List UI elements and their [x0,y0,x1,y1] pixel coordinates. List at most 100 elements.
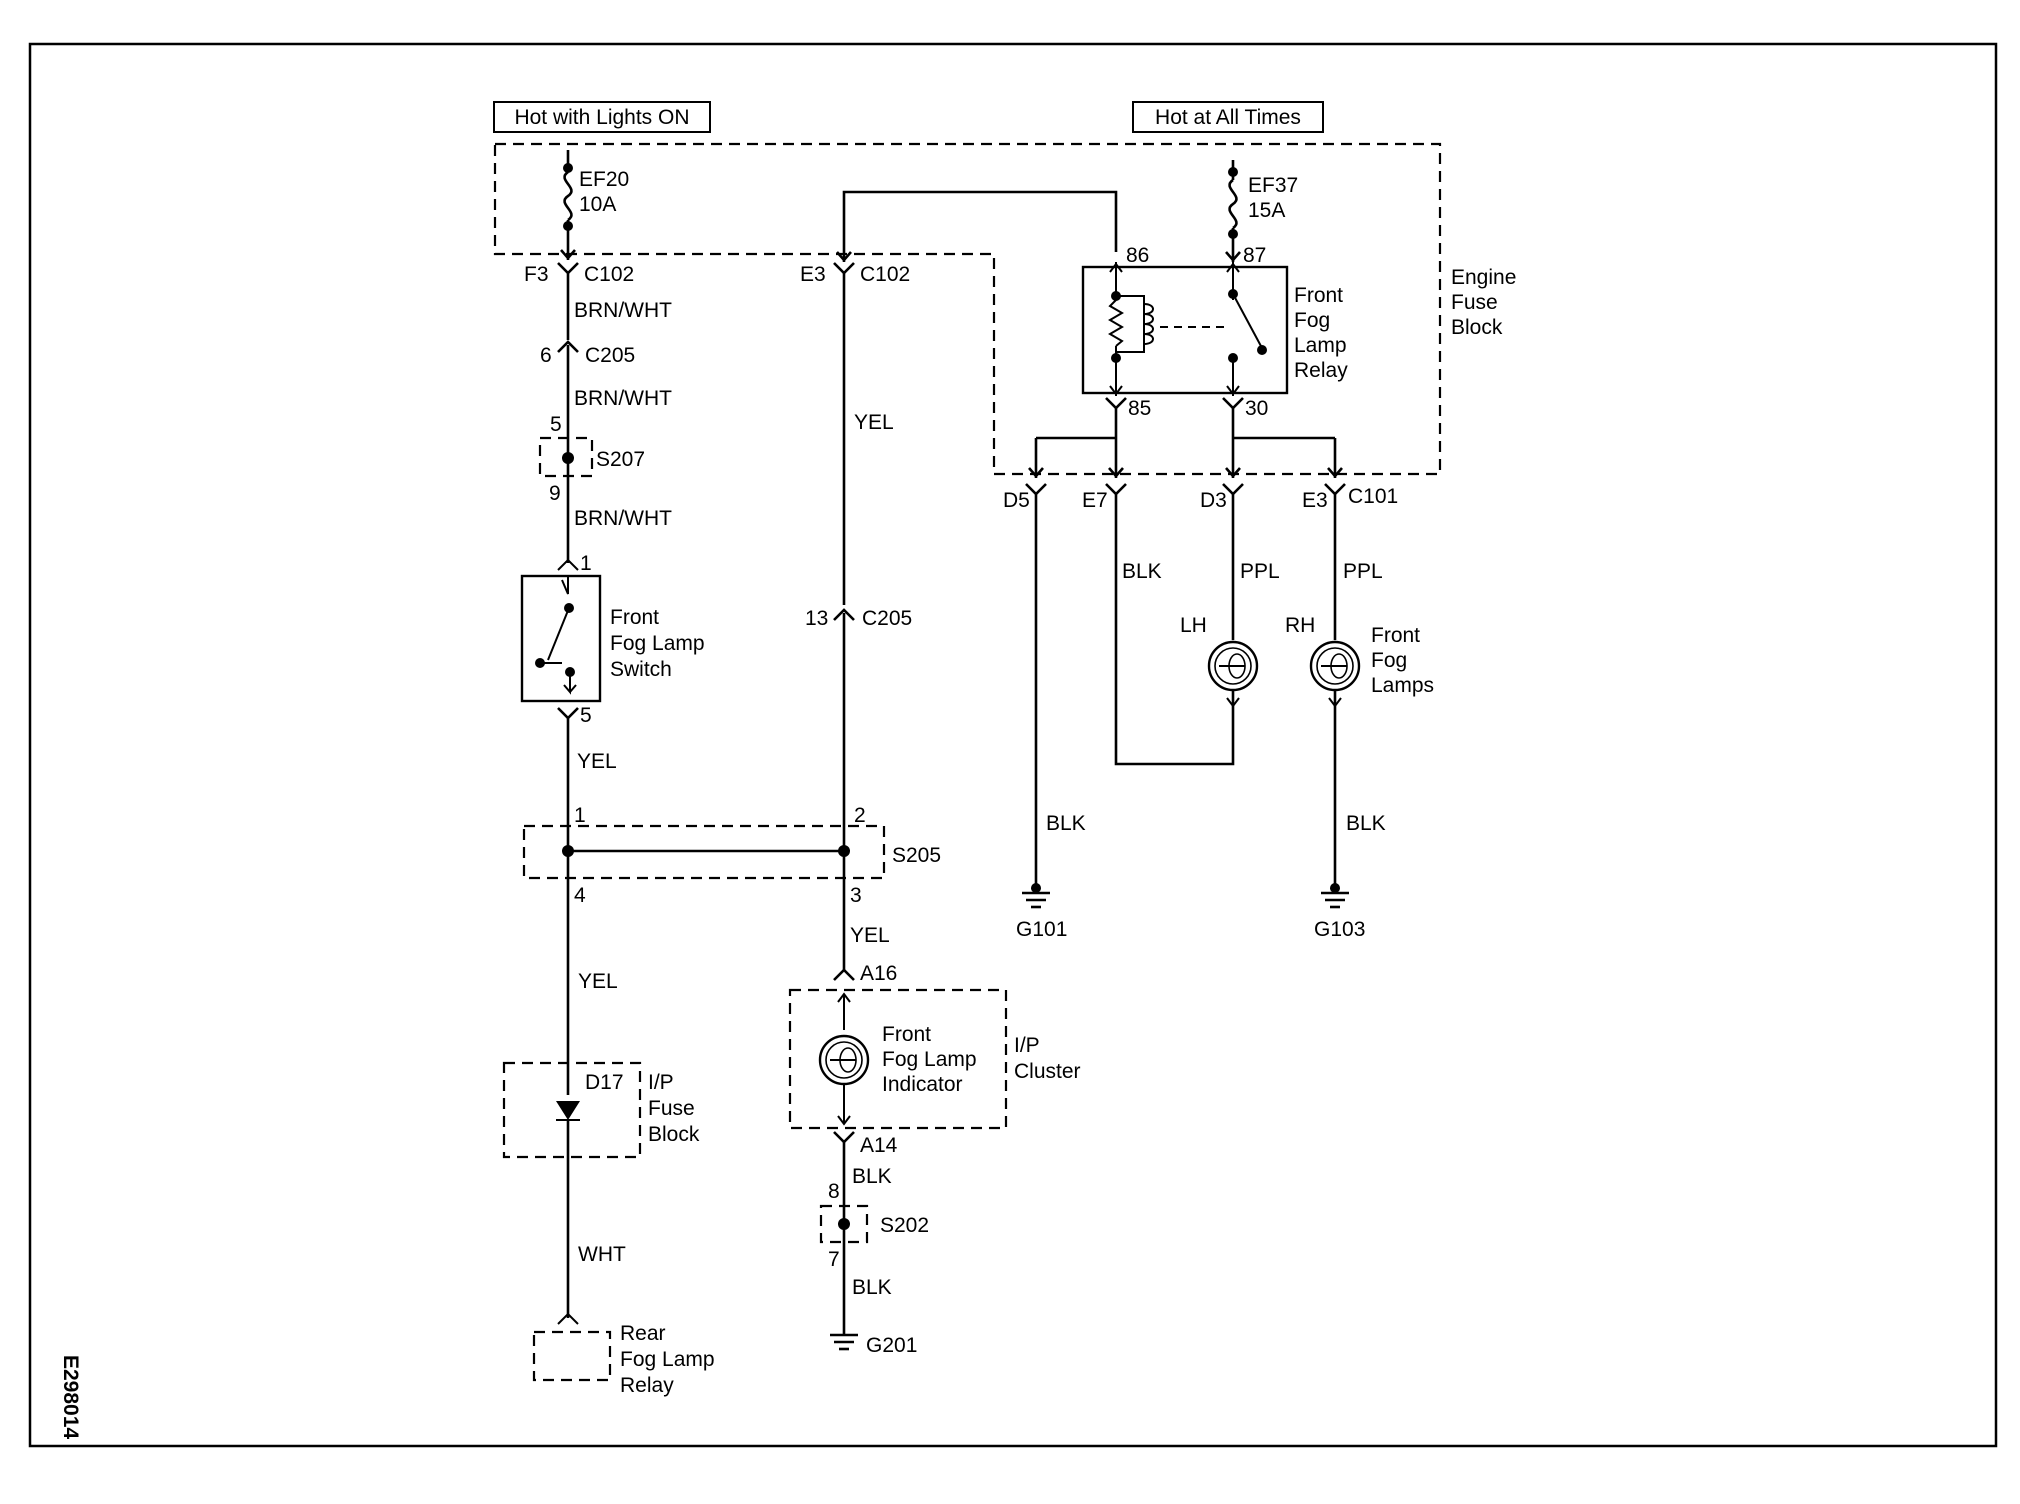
splice-s205 [522,824,886,880]
connector-c102-left [557,262,579,340]
wire-blk-2: BLK [852,1276,892,1299]
splice-s205-pin-1: 1 [574,804,586,827]
splice-s205-pin-4: 4 [574,884,586,907]
splice-s202-pin-in: 8 [828,1180,840,1203]
relay-pin-85: 85 [1128,397,1151,420]
relay-output-bus [1225,408,1343,478]
relay-output-pins [1105,397,1244,410]
supply-lights-on-text: Hot with Lights ON [514,106,689,129]
fog-lamps-label-3: Lamps [1371,674,1434,697]
diode-d17-label: D17 [585,1071,624,1094]
relay-pin-30: 30 [1245,397,1268,420]
ip-cluster-label-1: I/P [1014,1034,1040,1057]
connector-c205-middle [833,608,855,970]
connector-c205-middle-label: C205 [862,607,912,630]
connector-e3-c102-label: E3 [800,263,826,286]
fuse-ef20-rating: 10A [579,193,616,216]
connector-c102-left-label: C102 [584,263,634,286]
front-fog-lamp-indicator-icon [818,1034,870,1086]
figure-id: E298014 [59,1355,82,1439]
lamp-lh-label: LH [1180,614,1207,637]
ground-g103-symbol [1321,883,1349,909]
rear-relay-label-2: Fog Lamp [620,1348,715,1371]
relay-pin-87: 87 [1243,244,1266,267]
switch-label-1: Front [610,606,659,629]
ip-cluster-label-2: Cluster [1014,1060,1081,1083]
wire-brn-wht-2: BRN/WHT [574,387,672,410]
fuse-ef37-name: EF37 [1248,174,1298,197]
engine-fuse-block-label-3: Block [1451,316,1503,339]
rear-relay-label-1: Rear [620,1322,666,1345]
wire-blk-1: BLK [852,1165,892,1188]
relay-label-2: Fog [1294,309,1330,332]
wire-brn-wht-3: BRN/WHT [574,507,672,530]
splice-s205-pin-2: 2 [854,804,866,827]
connector-d5-label: D5 [1003,489,1030,512]
indicator-label-3: Indicator [882,1073,963,1096]
connector-c205-left-label: C205 [585,344,635,367]
relay-label-1: Front [1294,284,1343,307]
lamp-rh-label: RH [1285,614,1315,637]
connector-e7-label: E7 [1082,489,1108,512]
switch-pin-1: 1 [580,552,592,575]
wire-blk-5: BLK [1346,812,1386,835]
wire-relay-coil-feed [836,190,1118,262]
splice-s202 [819,1204,869,1244]
supply-label-all-times: Hot at All Times [1132,101,1324,133]
connector-c102-middle [833,262,855,605]
connector-c101 [1025,483,1346,496]
wire-yel-4: YEL [850,924,890,947]
engine-fuse-block-label-2: Fuse [1451,291,1498,314]
splice-s207-pin-out: 9 [549,482,561,505]
supply-all-times-text: Hot at All Times [1155,106,1301,129]
connector-d3-label: D3 [1200,489,1227,512]
splice-s202-pin-out: 7 [828,1248,840,1271]
fuse-ef37-rating: 15A [1248,199,1285,222]
ground-g201-label: G201 [866,1334,917,1357]
supply-label-lights-on: Hot with Lights ON [493,101,711,133]
switch-label-2: Fog Lamp [610,632,705,655]
indicator-label-2: Fog Lamp [882,1048,977,1071]
splice-s207 [538,436,594,478]
splice-s207-label: S207 [596,448,645,471]
ip-fuse-block-label-1: I/P [648,1071,674,1094]
wire-ppl-1: PPL [1240,560,1280,583]
fog-lamps-label-1: Front [1371,624,1420,647]
connector-a14-label: A14 [860,1134,898,1157]
fog-lamps-label-2: Fog [1371,649,1407,672]
connector-c205-left [557,340,579,458]
wire-e7-lh-return [1114,494,1235,766]
ground-g101-symbol [1022,883,1050,909]
ground-g103-label: G103 [1314,918,1365,941]
ground-g101-label: G101 [1016,918,1067,941]
switch-pin-5: 5 [580,704,592,727]
connector-e3-c101-label: E3 [1302,489,1328,512]
wire-brn-wht-1: BRN/WHT [574,299,672,322]
connector-f3-label: F3 [524,263,549,286]
relay-pin-86: 86 [1126,244,1149,267]
connector-a16-label: A16 [860,962,897,985]
wire-blk-4: BLK [1122,560,1162,583]
splice-s205-label: S205 [892,844,941,867]
fuse-ef20-name: EF20 [579,168,629,191]
indicator-label-1: Front [882,1023,931,1046]
ground-g201-symbol [830,1333,858,1351]
ip-cluster: A16 [788,962,1008,1144]
engine-fuse-block-label-1: Engine [1451,266,1516,289]
wire-blk-3: BLK [1046,812,1086,835]
relay-label-3: Lamp [1294,334,1347,357]
connector-c205-left-pin: 6 [540,344,552,367]
front-fog-lamp-switch: 1 5 [520,552,602,727]
connector-c101-label: C101 [1348,485,1398,508]
relay-label-4: Relay [1294,359,1348,382]
wire-yel-2: YEL [578,970,618,993]
ip-fuse-block-label-2: Fuse [648,1097,695,1120]
fuse-ef37 [1225,160,1241,262]
fog-lamp-lh-icon [1207,640,1259,708]
relay-coil-ground-bus [1028,408,1124,478]
engine-fuse-block-boundary [493,142,1442,476]
ip-fuse-block-label-3: Block [648,1123,700,1146]
splice-s205-pin-3: 3 [850,884,862,907]
connector-c205-middle-pin: 13 [805,607,828,630]
